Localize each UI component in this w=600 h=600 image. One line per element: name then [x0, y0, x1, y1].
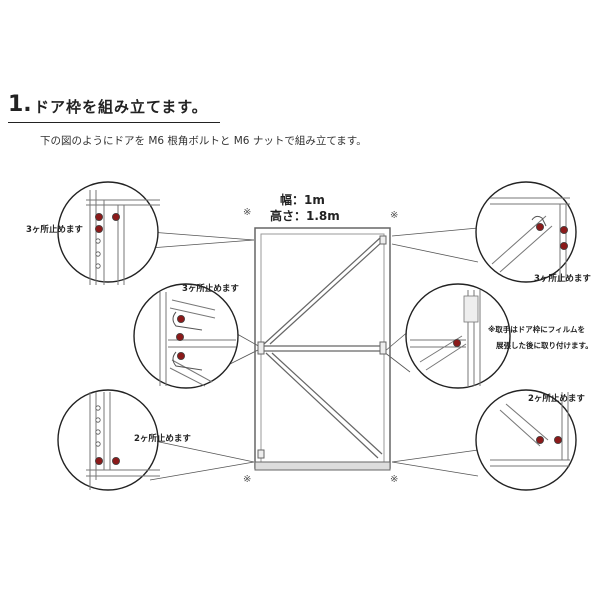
detail-circle-bottom-right — [475, 389, 577, 491]
width-dimension-label: 幅：1m — [280, 193, 325, 207]
detail-circle-top-left — [57, 181, 160, 285]
step-title: ドア枠を組み立てます。 — [34, 98, 208, 116]
corner-mark-top-left: ※ — [243, 207, 252, 218]
title-underline — [8, 122, 220, 123]
corner-mark-bottom-right: ※ — [390, 474, 399, 485]
detail-circle-middle-left — [133, 283, 239, 389]
corner-mark-bottom-left: ※ — [243, 474, 252, 485]
callout-top-left: 3ヶ所止めます — [26, 225, 83, 235]
height-dimension-label: 高さ：1.8m — [270, 209, 340, 223]
step-number: 1. — [8, 92, 32, 117]
door-frame — [254, 227, 391, 471]
callout-top-right: 3ヶ所止めます — [534, 274, 591, 284]
detail-circle-bottom-left — [57, 389, 160, 491]
corner-mark-top-right: ※ — [390, 210, 399, 221]
detail-circle-top-right — [475, 181, 577, 283]
instruction-subtitle: 下の図のようにドアを M6 根角ボルトと M6 ナットで組み立てます。 — [40, 135, 367, 147]
handle-note-line1: ※取手はドア枠にフィルムを — [488, 325, 585, 334]
callout-bottom-right: 2ヶ所止めます — [528, 394, 585, 404]
callout-middle-left: 3ヶ所止めます — [182, 284, 239, 294]
callout-bottom-left: 2ヶ所止めます — [134, 434, 191, 444]
detail-circle-middle-right — [405, 283, 511, 389]
handle-note-line2: 展張した後に取り付けます。 — [496, 341, 593, 350]
